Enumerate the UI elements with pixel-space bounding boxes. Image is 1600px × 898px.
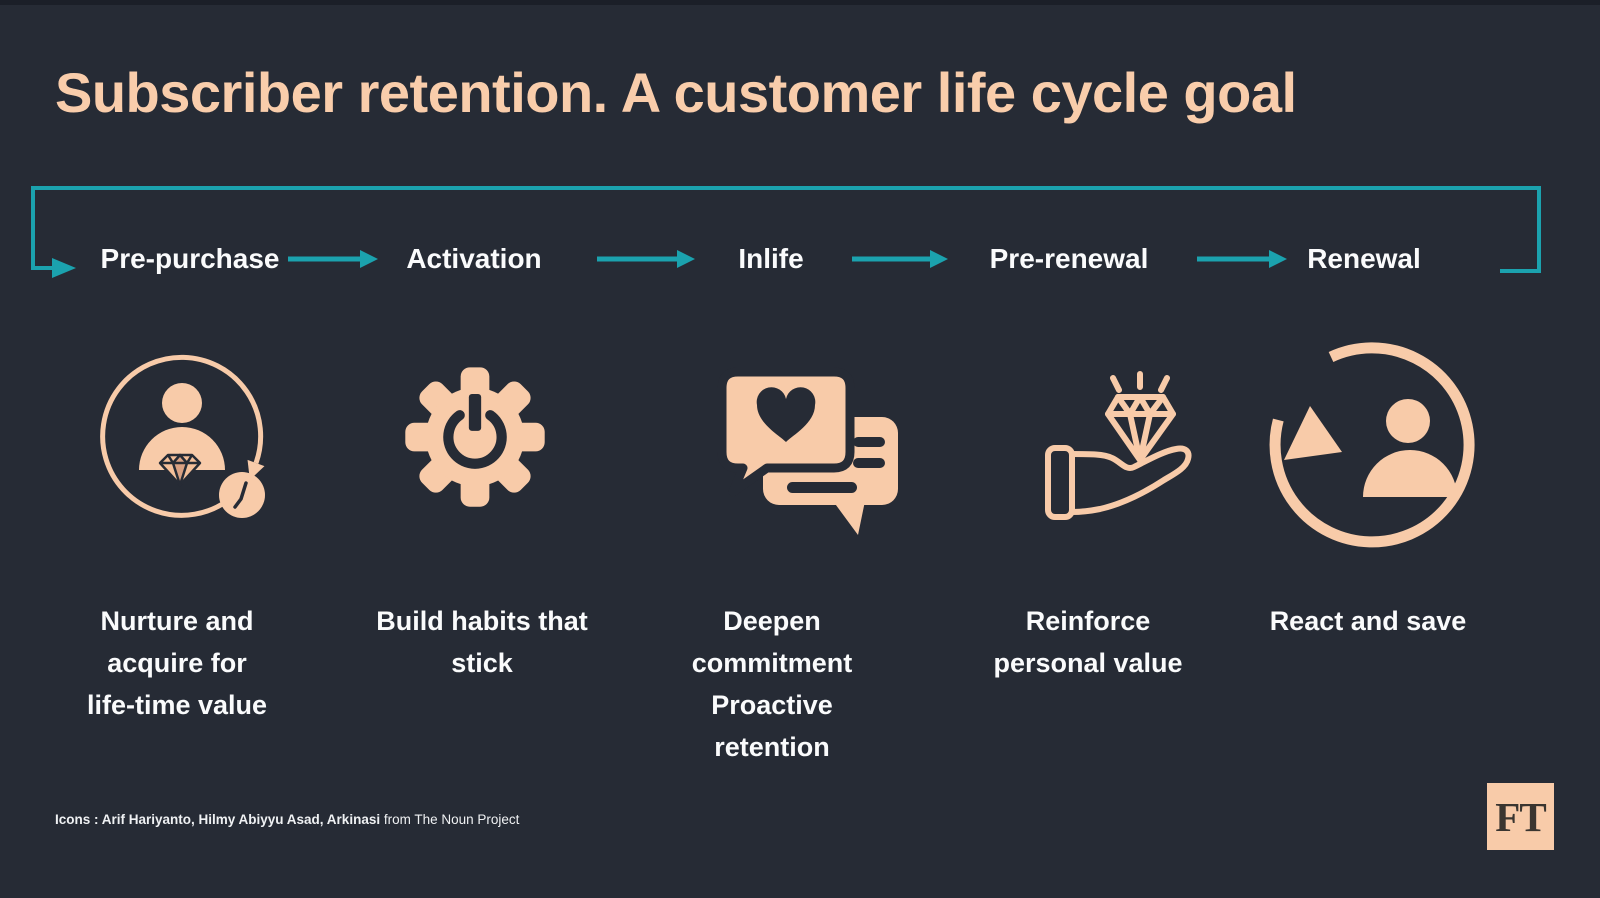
arrowhead-icon xyxy=(360,250,378,268)
stage-desc-renewal: React and save xyxy=(1269,606,1467,636)
stage-desc-activation: Build habits that stick xyxy=(376,606,588,678)
stage-label-pre-purchase: Pre-purchase xyxy=(100,243,280,274)
arrowhead-icon xyxy=(677,250,695,268)
person-renewal-cycle-icon xyxy=(1269,342,1475,548)
icon-credits-authors: Icons : Arif Hariyanto, Hilmy Abiyyu Asa… xyxy=(55,812,381,827)
slide-top-edge xyxy=(0,0,1600,5)
stage-label-pre-renewal: Pre-renewal xyxy=(989,243,1149,274)
stage-desc-pre-renewal: Reinforce personal value xyxy=(993,606,1183,678)
stage-label-activation: Activation xyxy=(406,243,542,274)
chat-heart-icon xyxy=(717,367,898,535)
page-title: Subscriber retention. A customer life cy… xyxy=(55,61,1297,124)
ft-logo-text: FT xyxy=(1495,793,1546,840)
power-gear-icon xyxy=(405,367,545,507)
icon-credits: Icons : Arif Hariyanto, Hilmy Abiyyu Asa… xyxy=(55,812,519,827)
lifetime-customer-cycle-icon xyxy=(100,354,265,518)
stage-desc-inlife: Deepen commitment Proactive retention xyxy=(691,606,853,762)
stage-label-renewal: Renewal xyxy=(1307,243,1421,274)
icon-credits-source: from The Noun Project xyxy=(380,812,520,827)
bracket-arrowhead-icon xyxy=(52,258,76,278)
stage-desc-pre-purchase: Nurture and acquire for life-time value xyxy=(86,606,268,720)
ft-logo: FT xyxy=(1487,783,1554,850)
stage-label-inlife: Inlife xyxy=(738,243,804,274)
arrowhead-icon xyxy=(1269,250,1287,268)
arrowhead-icon xyxy=(930,250,948,268)
bracket-line xyxy=(31,186,1541,273)
hand-holding-diamond-icon xyxy=(1045,371,1192,520)
